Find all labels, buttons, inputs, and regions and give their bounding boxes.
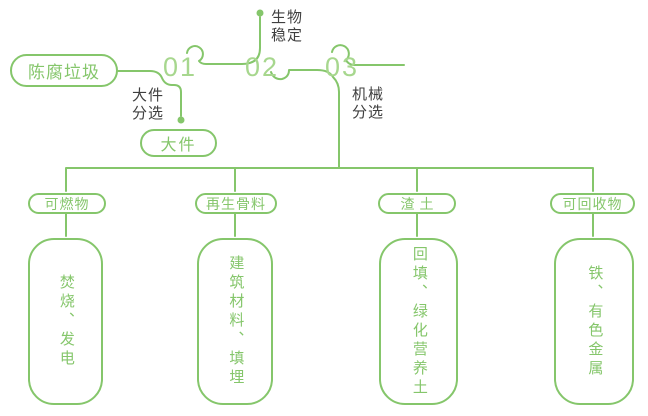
node-bulky: 大件 [140, 129, 217, 157]
outcome-label: 焚烧、发电 [57, 274, 75, 369]
step-label-mechanical-sorting: 机械 分选 [352, 86, 385, 121]
node-source-label: 陈腐垃圾 [28, 63, 100, 82]
node-outcome-backfill-soil: 回填、绿化营养土 [379, 238, 458, 405]
wire-step1-to-step2 [186, 16, 261, 65]
node-category-recyclables: 可回收物 [550, 193, 635, 214]
category-label: 可回收物 [562, 195, 623, 212]
bio-node-dot [256, 9, 264, 17]
wire-step2-to-branch [270, 69, 340, 169]
node-category-combustibles: 可燃物 [28, 193, 106, 214]
node-category-residue-soil: 渣土 [378, 193, 456, 214]
step-number-1: 01 [163, 52, 198, 82]
node-bulky-label: 大件 [160, 137, 197, 154]
node-source: 陈腐垃圾 [10, 54, 118, 87]
wire-step3-tail [331, 44, 405, 66]
category-label: 再生骨料 [206, 195, 266, 212]
category-label: 渣土 [400, 195, 439, 212]
outcome-label: 铁、有色金属 [586, 264, 604, 379]
step-number-2: 02 [245, 52, 280, 82]
outcome-label: 回填、绿化营养土 [410, 245, 428, 398]
bulky-node-dot [177, 116, 185, 124]
step-label-bulky-sorting: 大件 分选 [132, 87, 165, 122]
outcome-label: 建筑材料、填埋 [227, 255, 245, 388]
step-number-3: 03 [325, 52, 360, 82]
category-label: 可燃物 [44, 195, 90, 212]
wire-source-to-bulky [117, 70, 182, 117]
node-outcome-incineration: 焚烧、发电 [28, 238, 103, 405]
wire-branch-rail [65, 167, 594, 192]
step-label-bio-stabilization: 生物 稳定 [271, 9, 304, 44]
node-outcome-metals: 铁、有色金属 [554, 238, 634, 405]
node-category-recycled-aggregate: 再生骨料 [195, 193, 277, 214]
node-outcome-construction-material: 建筑材料、填埋 [197, 238, 273, 405]
